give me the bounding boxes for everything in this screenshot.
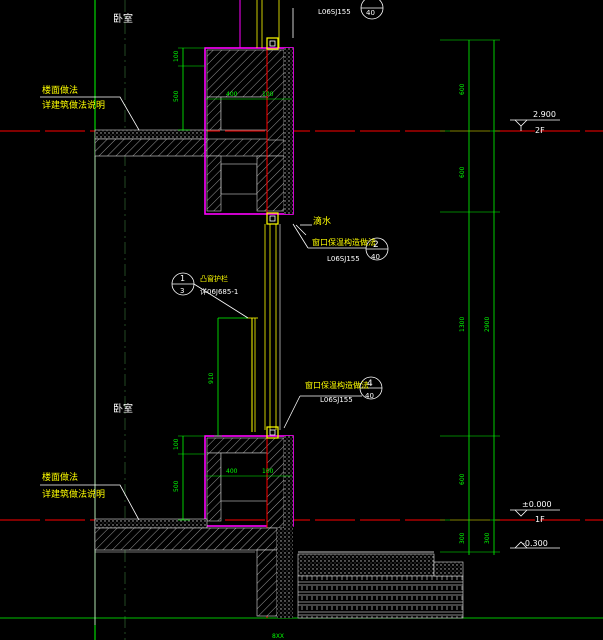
dim-right-300b: 300: [484, 532, 491, 544]
level-mark-ext: [510, 541, 560, 549]
top-sheet-text: 40: [366, 9, 375, 17]
dim-right-1300: 1300: [459, 317, 466, 332]
lower-window-frame-node: [266, 426, 279, 439]
room-label-upper: 卧室: [113, 12, 133, 25]
window-low-label: 窗口保温构造做法: [305, 380, 369, 390]
dim-lower-100: 100: [173, 438, 180, 450]
level-mark-2f: [510, 119, 560, 131]
mid-window-frame-node: [266, 212, 279, 225]
floor-note-upper-2: 详建筑做法说明: [42, 99, 105, 111]
dim-upper-400: 400: [226, 91, 238, 98]
window-mid-sheet: 40: [371, 253, 380, 261]
guard-num: 1: [180, 274, 185, 283]
level-2f-value: 2.900: [533, 110, 556, 119]
dim-right-600b: 600: [459, 166, 466, 178]
drip-label: 滴水: [313, 215, 331, 227]
room-label-lower: 卧室: [113, 402, 133, 415]
level-mark-1f: [510, 509, 560, 517]
dim-upper-100: 100: [173, 50, 180, 62]
dim-right-300a: 300: [459, 532, 466, 544]
guard-sub: 3: [180, 287, 184, 295]
dim-right-600a: 600: [459, 83, 466, 95]
guard-ref: 详06J685-1: [200, 287, 238, 296]
window-low-num: 4: [367, 379, 373, 389]
level-ext-value: -0.300: [522, 539, 548, 548]
dim-upper-500: 500: [173, 90, 180, 102]
window-low-ref: L06SJ155: [320, 396, 353, 404]
dim-right-2900: 2900: [484, 317, 491, 332]
dim-bottom-axis: 8XX: [272, 633, 284, 640]
dim-right-600c: 600: [459, 473, 466, 485]
floor-note-lower-2: 详建筑做法说明: [42, 488, 105, 500]
level-1f-value: ±0.000: [522, 500, 552, 509]
dim-upper-100b: 100: [262, 91, 274, 98]
exterior-paving: [297, 553, 435, 577]
lower-floor-finish: [94, 518, 208, 529]
level-2f-name: 2F: [535, 126, 545, 135]
exterior-base: [297, 575, 464, 619]
dim-lower-500: 500: [173, 480, 180, 492]
upper-floor-finish: [94, 129, 208, 140]
upper-floor-slab: [94, 138, 208, 157]
window-mid-label: 窗口保温构造做法: [312, 237, 376, 247]
lower-floor-slab: [94, 527, 278, 551]
floor-note-upper-1: 楼面做法: [42, 84, 78, 96]
window-low-sheet: 40: [365, 392, 374, 400]
level-1f-name: 1F: [535, 515, 545, 524]
top-ref-text: L06SJ155: [318, 8, 351, 16]
window-mid-ref: L06SJ155: [327, 255, 360, 263]
dim-lower-100b: 100: [262, 468, 274, 475]
dim-guard-910: 910: [208, 372, 215, 384]
dim-lower-400: 400: [226, 468, 238, 475]
floor-note-lower-1: 楼面做法: [42, 471, 78, 483]
window-mid-num: 2: [373, 240, 379, 250]
upper-window-frame-node: [266, 37, 279, 50]
guard-label: 凸窗护栏: [200, 274, 228, 283]
